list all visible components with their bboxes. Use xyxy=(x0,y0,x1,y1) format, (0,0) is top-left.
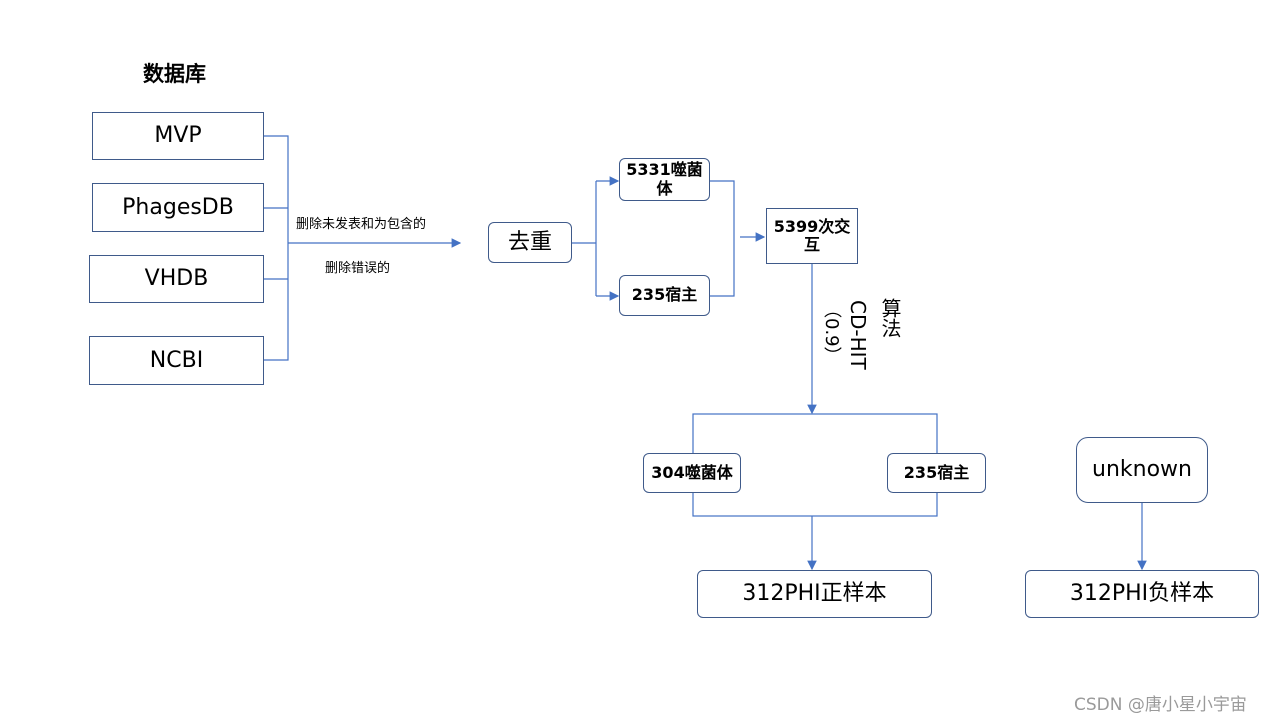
negative-samples-node: 312PHI负样本 xyxy=(1025,570,1259,618)
db-ncbi: NCBI xyxy=(89,336,264,385)
dedup-node: 去重 xyxy=(488,222,572,263)
positive-samples-label: 312PHI正样本 xyxy=(742,581,887,607)
algorithm-label: 算法 xyxy=(878,298,902,338)
watermark: CSDN @唐小星小宇宙 xyxy=(1074,695,1247,715)
cluster-phage-label: 304噬菌体 xyxy=(651,462,733,482)
unknown-label: unknown xyxy=(1092,457,1192,483)
db-vhdb-label: VHDB xyxy=(144,266,209,292)
negative-samples-label: 312PHI负样本 xyxy=(1069,581,1215,607)
phage-label: 5331噬菌体 xyxy=(626,160,703,198)
filter-label-line2: 删除错误的 xyxy=(325,261,391,276)
db-mvp: MVP xyxy=(92,112,264,160)
cluster-host-node: 235宿主 xyxy=(887,453,986,493)
algorithm-name: CD-HIT xyxy=(846,300,870,370)
unknown-node: unknown xyxy=(1076,437,1208,503)
host-node: 235宿主 xyxy=(619,275,710,316)
db-vhdb: VHDB xyxy=(89,255,264,303)
phage-node: 5331噬菌体 xyxy=(619,158,710,201)
page-title: 数据库 xyxy=(143,62,206,86)
cluster-host-label: 235宿主 xyxy=(903,462,970,482)
db-merge-bracket xyxy=(264,135,289,361)
host-label: 235宿主 xyxy=(631,285,698,305)
db-phagesdb: PhagesDB xyxy=(92,183,264,232)
db-mvp-label: MVP xyxy=(154,123,202,149)
positive-samples-node: 312PHI正样本 xyxy=(697,570,932,618)
db-phagesdb-label: PhagesDB xyxy=(122,194,234,220)
algorithm-param: （0.9） xyxy=(821,300,842,365)
interactions-label: 5399次交互 xyxy=(773,216,851,254)
interactions-node: 5399次交互 xyxy=(766,208,858,264)
dedup-label: 去重 xyxy=(507,229,552,255)
cluster-phage-node: 304噬菌体 xyxy=(643,453,741,493)
filter-label-line1: 删除未发表和为包含的 xyxy=(296,217,427,232)
db-ncbi-label: NCBI xyxy=(149,347,204,373)
